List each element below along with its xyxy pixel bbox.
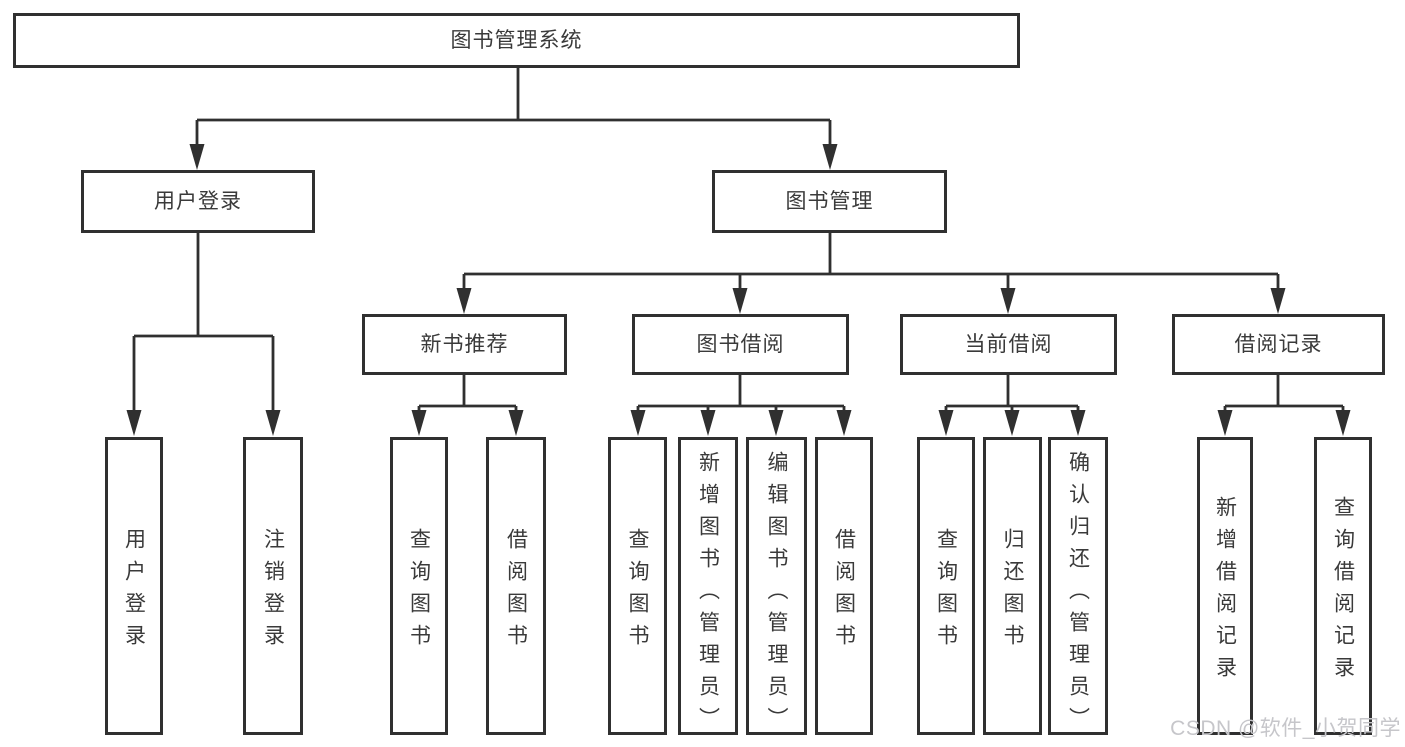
node-label: 当前借阅 [964,333,1053,356]
node-label: 新增借阅记录 [1213,495,1237,688]
node-label: 用户登录 [122,527,146,656]
node-label: 编辑图书（管理员） [765,451,788,739]
arrow-icon [732,288,748,314]
node-label: 新增图书（管理员） [696,451,720,739]
node-current-borrowing: 当前借阅 [900,314,1117,375]
node-label: 借阅图书 [832,527,856,656]
node-label: 注销登录 [261,527,285,656]
node-label: 图书借阅 [696,333,785,356]
arrow-icon [265,410,281,436]
leaf-query-books-1: 查询图书 [390,437,448,735]
node-label: 查询图书 [934,527,958,656]
node-book-borrowing: 图书借阅 [632,314,849,375]
arrow-icon [126,410,142,436]
arrow-icon [630,410,646,436]
node-label: 新书推荐 [420,333,509,356]
leaf-confirm-return-admin: 确认归还（管理员） [1048,437,1108,739]
arrow-icon [189,144,205,170]
leaf-borrow-books-1: 借阅图书 [486,437,546,735]
node-borrowing-records: 借阅记录 [1172,314,1385,375]
csdn-watermark: CSDN @软件_小贺同学 [1170,717,1401,740]
leaf-query-books-2: 查询图书 [608,437,667,735]
arrow-icon [1000,288,1016,314]
arrow-icon [1335,410,1351,436]
node-user-login: 用户登录 [81,170,315,233]
leaf-return-books: 归还图书 [983,437,1042,735]
leaf-borrow-books-2: 借阅图书 [815,437,873,735]
arrow-icon [1070,410,1086,436]
node-label: 图书管理 [785,190,874,213]
arrow-icon [1217,410,1233,436]
arrow-icon [1270,288,1286,314]
leaf-edit-books-admin: 编辑图书（管理员） [746,437,807,739]
leaf-logout: 注销登录 [243,437,303,735]
node-new-book-recommend: 新书推荐 [362,314,567,375]
node-label: 图书管理系统 [450,29,583,52]
arrow-icon [768,410,784,436]
leaf-add-books-admin: 新增图书（管理员） [678,437,738,739]
leaf-add-borrow-record: 新增借阅记录 [1197,437,1253,735]
leaf-user-login: 用户登录 [105,437,163,735]
node-label: 确认归还（管理员） [1066,451,1090,739]
arrow-icon [700,410,716,436]
arrow-icon [456,288,472,314]
node-label: 查询图书 [407,527,431,656]
node-label: 借阅记录 [1234,333,1323,356]
leaf-query-books-3: 查询图书 [917,437,975,735]
node-label: 查询图书 [626,527,649,656]
arrow-icon [1004,410,1020,436]
arrow-icon [411,410,427,436]
leaf-query-borrow-record: 查询借阅记录 [1314,437,1372,735]
node-label: 借阅图书 [504,527,528,656]
node-label: 归还图书 [1001,527,1024,656]
arrow-icon [938,410,954,436]
arrow-icon [822,144,838,170]
node-label: 用户登录 [154,190,242,213]
node-book-management-system: 图书管理系统 [13,13,1020,68]
node-book-management: 图书管理 [712,170,947,233]
node-label: 查询借阅记录 [1331,495,1355,688]
arrow-icon [508,410,524,436]
arrow-icon [836,410,852,436]
